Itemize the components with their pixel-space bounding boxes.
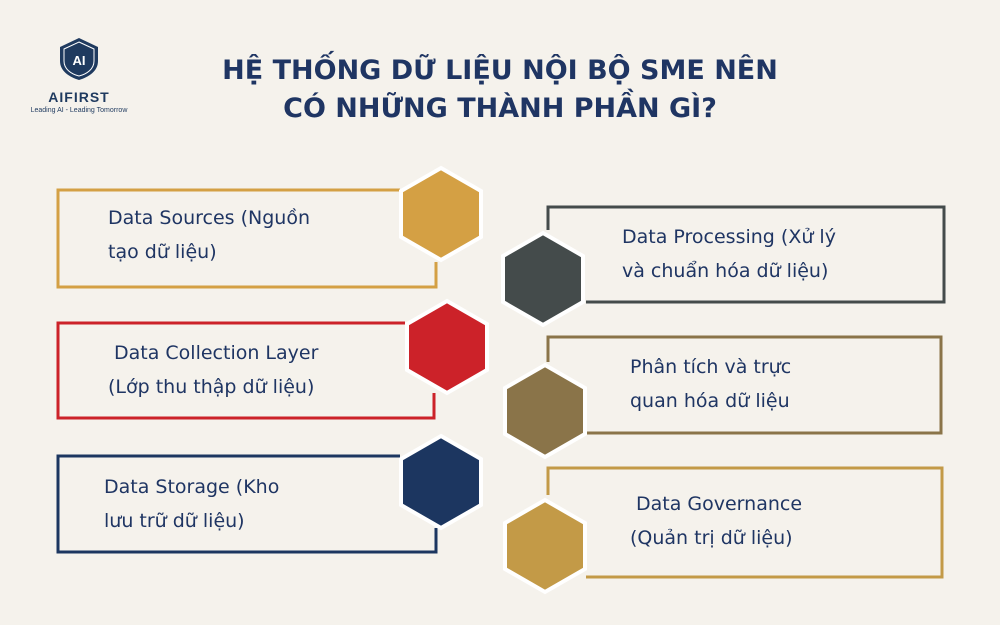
page-title: HỆ THỐNG DỮ LIỆU NỘI BỘ SME NÊN CÓ NHỮNG…: [150, 52, 850, 128]
label-data-sources: Data Sources (Nguồn tạo dữ liệu): [108, 201, 310, 269]
title-line-1: HỆ THỐNG DỮ LIỆU NỘI BỘ SME NÊN: [222, 55, 778, 86]
label-line: (Quản trị dữ liệu): [630, 527, 793, 549]
card-data-processing: [501, 205, 946, 328]
card-data-storage: [56, 433, 483, 554]
logo-mark: AI: [73, 53, 86, 68]
label-line: Data Storage (Kho: [104, 476, 280, 498]
title-line-2: CÓ NHỮNG THÀNH PHẦN GÌ?: [283, 93, 717, 124]
hexagon-icon: [399, 165, 483, 263]
label-line: quan hóa dữ liệu: [630, 390, 790, 412]
hexagon-icon: [399, 433, 483, 531]
label-line: Phân tích và trực: [630, 356, 792, 378]
label-line: lưu trữ dữ liệu): [104, 510, 245, 532]
label-line: Data Governance: [636, 493, 803, 515]
hexagon-icon: [501, 230, 585, 328]
logo-brand: AIFIRST: [48, 89, 110, 105]
label-line: Data Collection Layer: [114, 342, 319, 364]
label-line: và chuẩn hóa dữ liệu): [622, 260, 829, 282]
card-data-governance: [503, 466, 944, 595]
card-data-analysis: [503, 335, 943, 460]
label-data-collection: Data Collection Layer (Lớp thu thập dữ l…: [108, 336, 318, 404]
label-data-governance: Data Governance (Quản trị dữ liệu): [630, 487, 802, 555]
label-line: tạo dữ liệu): [108, 241, 217, 263]
card-data-sources: [56, 165, 483, 289]
shield-logo-icon: AI: [60, 38, 98, 80]
brand-logo: AI AIFIRST Leading AI - Leading Tomorrow: [20, 36, 138, 114]
label-data-analysis: Phân tích và trực quan hóa dữ liệu: [630, 350, 791, 418]
logo-tagline: Leading AI - Leading Tomorrow: [30, 107, 128, 114]
label-data-processing: Data Processing (Xử lý và chuẩn hóa dữ l…: [622, 220, 836, 288]
hexagon-icon: [405, 298, 489, 396]
hexagon-icon: [503, 497, 587, 595]
label-line: Data Sources (Nguồn: [108, 207, 310, 229]
label-line: Data Processing (Xử lý: [622, 226, 836, 248]
label-data-storage: Data Storage (Kho lưu trữ dữ liệu): [104, 470, 279, 538]
label-line: (Lớp thu thập dữ liệu): [108, 376, 315, 398]
card-data-collection: [56, 298, 489, 420]
hexagon-icon: [503, 362, 587, 460]
